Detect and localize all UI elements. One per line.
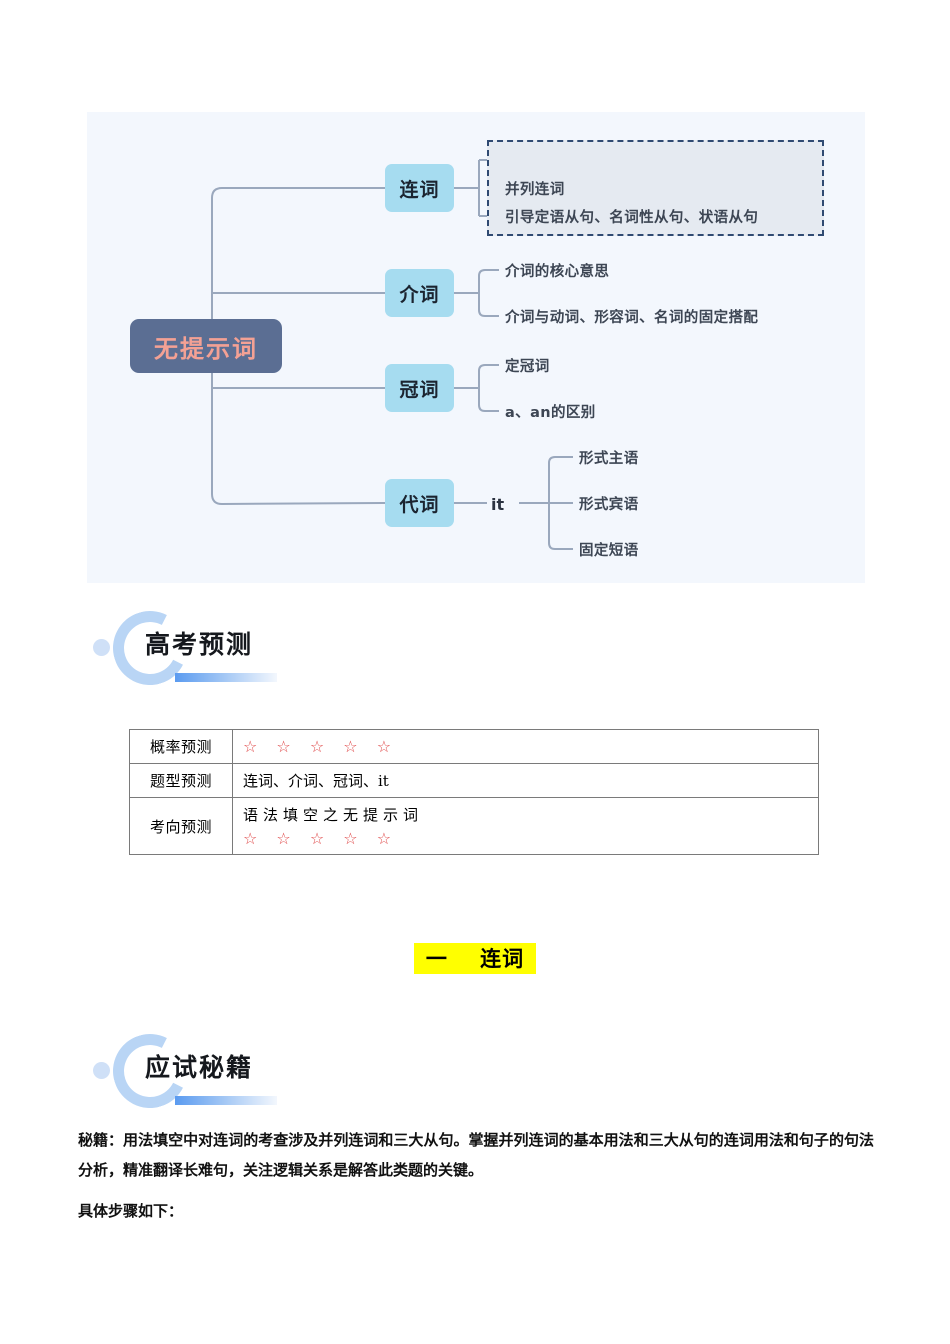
banner-underline-bar: [175, 1096, 277, 1105]
leaf-daici-2: 形式宾语: [579, 497, 639, 513]
banner-dot-icon: [93, 639, 110, 656]
mindmap-panel: 无提示词 连词 介词 冠词 代词 并列连词 引导定语从句、名词性从句、状语从句 …: [87, 112, 865, 583]
table-row: 概率预测 ☆ ☆ ☆ ☆ ☆: [129, 729, 819, 764]
star-rating: ☆ ☆ ☆ ☆ ☆: [243, 829, 399, 848]
mindmap-branch-lianci[interactable]: 连词: [385, 164, 454, 212]
row-label-exam-focus: 考向预测: [129, 797, 233, 855]
mindmap-branch-jieci[interactable]: 介词: [385, 269, 454, 317]
mindmap-connectors: [210, 159, 573, 550]
leaf-lianci-2: 引导定语从句、名词性从句、状语从句: [505, 210, 759, 226]
leaf-lianci-1: 并列连词: [505, 182, 565, 198]
paragraph-exam-tips: 秘籍：用法填空中对连词的考查涉及并列连词和三大从句。掌握并列连词的基本用法和三大…: [78, 1131, 874, 1179]
banner-gaokao-prediction: 高考预测: [85, 601, 385, 702]
banner-exam-tips: 应试秘籍: [85, 1024, 385, 1125]
section-title: 连词: [474, 943, 531, 974]
leaf-guanci-2: a、an的区别: [505, 405, 596, 421]
prediction-table: 概率预测 ☆ ☆ ☆ ☆ ☆ 题型预测 连词、介词、冠词、it 考向预测 语法填…: [129, 729, 819, 855]
row-value-exam-focus: 语法填空之无提示词 ☆ ☆ ☆ ☆ ☆: [232, 797, 819, 855]
paragraph-steps-intro: 具体步骤如下：: [78, 1202, 184, 1220]
row-label-probability: 概率预测: [129, 729, 233, 764]
banner-title: 应试秘籍: [145, 1053, 254, 1082]
row-value-probability: ☆ ☆ ☆ ☆ ☆: [232, 729, 819, 764]
mindmap-root-node[interactable]: 无提示词: [130, 319, 282, 373]
banner-dot-icon: [93, 1062, 110, 1079]
leaf-jieci-1: 介词的核心意思: [505, 264, 610, 280]
section-gap: [453, 943, 475, 974]
leaf-daici-3: 固定短语: [579, 543, 639, 559]
exam-focus-text: 语法填空之无提示词: [243, 806, 424, 824]
mindmap-branch-daici[interactable]: 代词: [385, 479, 454, 527]
row-label-question-type: 题型预测: [129, 763, 233, 798]
leaf-daici-1: 形式主语: [579, 451, 639, 467]
mindmap-branch-guanci[interactable]: 冠词: [385, 364, 454, 412]
leaf-jieci-2: 介词与动词、形容词、名词的固定搭配: [505, 310, 759, 326]
table-row: 考向预测 语法填空之无提示词 ☆ ☆ ☆ ☆ ☆: [129, 797, 819, 855]
table-row: 题型预测 连词、介词、冠词、it: [129, 763, 819, 798]
banner-underline-bar: [175, 673, 277, 682]
row-value-question-type: 连词、介词、冠词、it: [232, 763, 819, 798]
banner-title: 高考预测: [145, 630, 254, 659]
section-number: 一: [419, 943, 454, 974]
lianci-dashed-group: [487, 140, 824, 236]
mindmap-node-it: it: [491, 495, 505, 514]
section-heading-highlight: 一 连词: [413, 943, 537, 974]
star-rating: ☆ ☆ ☆ ☆ ☆: [243, 737, 399, 756]
section-heading: 一 连词: [0, 943, 950, 974]
leaf-guanci-1: 定冠词: [505, 359, 550, 375]
